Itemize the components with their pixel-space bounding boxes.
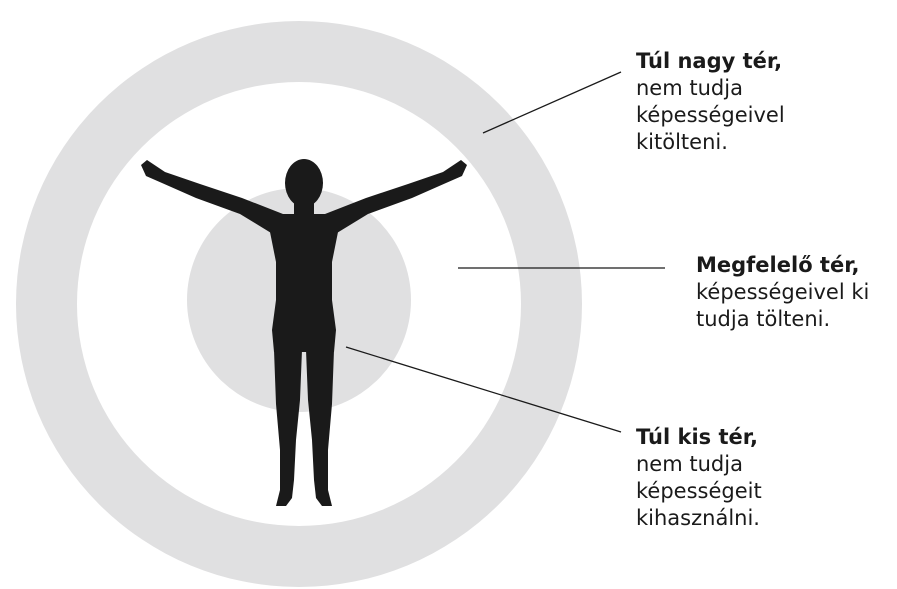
label-appropriate-space-title: Megfelelő tér, (696, 252, 869, 279)
label-too-large-space-line-3: kitölteni. (636, 129, 785, 156)
label-too-large-space-line-1: nem tudja (636, 75, 785, 102)
label-too-large-space-title: Túl nagy tér, (636, 48, 785, 75)
label-too-small-space-line-3: kihasználni. (636, 505, 762, 532)
label-appropriate-space-line-2: tudja tölteni. (696, 306, 869, 333)
label-too-large-space-line-2: képességeivel (636, 102, 785, 129)
figure-torso (270, 214, 338, 352)
label-too-small-space-title: Túl kis tér, (636, 424, 762, 451)
label-appropriate-space-line-1: képességeivel ki (696, 279, 869, 306)
label-too-small-space: Túl kis tér, nem tudja képességeit kihas… (636, 424, 762, 532)
label-appropriate-space: Megfelelő tér, képességeivel ki tudja tö… (696, 252, 869, 333)
label-too-large-space: Túl nagy tér, nem tudja képességeivel ki… (636, 48, 785, 156)
label-too-small-space-line-1: nem tudja (636, 451, 762, 478)
leader-line-outer (483, 72, 621, 133)
figure-head (285, 159, 323, 207)
label-too-small-space-line-2: képességeit (636, 478, 762, 505)
